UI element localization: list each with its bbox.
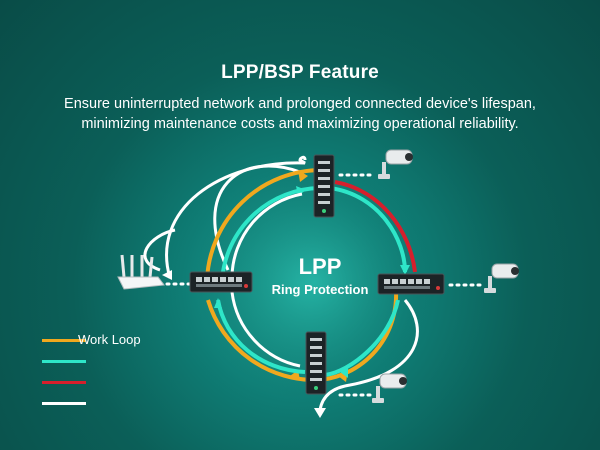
backup-arrow-left: [214, 298, 222, 308]
center-label: LPP: [299, 254, 342, 279]
white-path-top: [165, 155, 311, 279]
backup-arrow-bottom: [340, 366, 348, 378]
subtitle-line-2: minimizing maintenance costs and maximiz…: [81, 116, 519, 132]
backup-arrow-right: [400, 265, 410, 275]
fault-link: [334, 180, 417, 273]
center-sublabel: Ring Protection: [272, 282, 369, 297]
switch-icon: [377, 273, 445, 295]
legend-item-backup: [42, 351, 182, 372]
camera-icon: [484, 263, 519, 293]
white-path-right-down: [318, 299, 419, 411]
work-loop-arrow-top: [298, 170, 308, 182]
switch-icon: [313, 154, 335, 218]
legend-label: Work Loop: [78, 332, 141, 347]
white-arrow-left: [162, 270, 172, 280]
legend-item-work-loop: Work Loop: [42, 330, 182, 351]
legend-item-data: [42, 393, 182, 414]
switch-icon: [305, 331, 327, 395]
page-subtitle: Ensure uninterrupted network and prolong…: [0, 94, 600, 134]
legend-item-fault: [42, 372, 182, 393]
page-title: LPP/BSP Feature: [221, 62, 379, 83]
backup-loop-bottom-left: [216, 299, 306, 374]
backup-loop-right: [324, 186, 407, 377]
legend-swatch: [42, 402, 86, 405]
legend-swatch: [42, 381, 86, 384]
camera-icon: [372, 373, 407, 403]
legend: Work Loop: [42, 330, 182, 414]
legend-swatch: [42, 339, 86, 342]
router-icon: [117, 254, 165, 290]
legend-swatch: [42, 360, 86, 363]
subtitle-line-1: Ensure uninterrupted network and prolong…: [64, 96, 536, 112]
camera-icon: [378, 149, 413, 179]
switch-icon: [189, 271, 253, 293]
inner-white-ring: [230, 192, 303, 368]
white-arrow-down: [314, 408, 326, 418]
